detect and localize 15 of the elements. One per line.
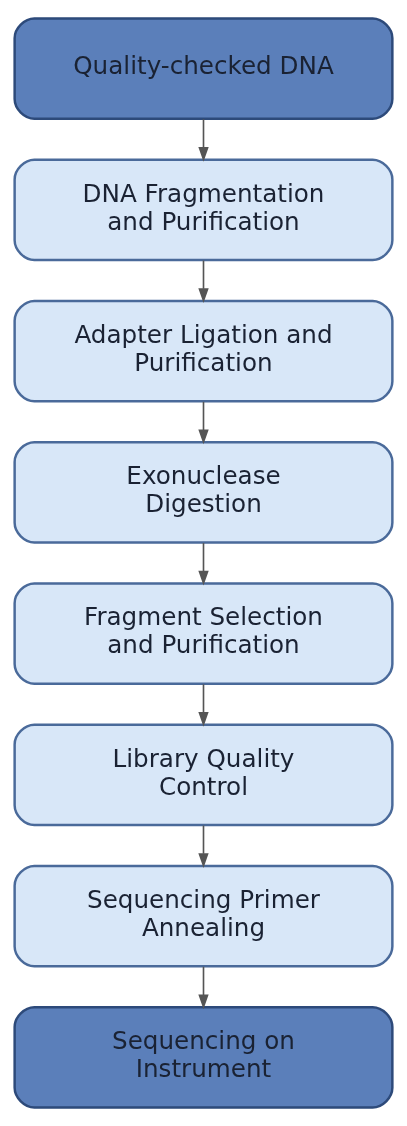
arrow [198, 965, 209, 1010]
node-box: Library Quality Control [13, 723, 394, 827]
node-box: Sequencing on Instrument [13, 1006, 394, 1109]
node-box: Sequencing Primer Annealing [13, 864, 394, 968]
arrow [198, 259, 209, 304]
node-box: DNA Fragmentation and Purification [13, 158, 394, 262]
arrow [198, 118, 209, 162]
node-box: Quality-checked DNA [13, 17, 394, 120]
node-box: Exonuclease Digestion [13, 441, 394, 544]
arrow [198, 683, 209, 727]
arrow [198, 401, 209, 445]
arrow [198, 824, 209, 869]
arrow [198, 542, 209, 586]
node-box: Fragment Selection and Purification [13, 582, 394, 685]
node-box: Adapter Ligation and Purification [13, 299, 394, 403]
